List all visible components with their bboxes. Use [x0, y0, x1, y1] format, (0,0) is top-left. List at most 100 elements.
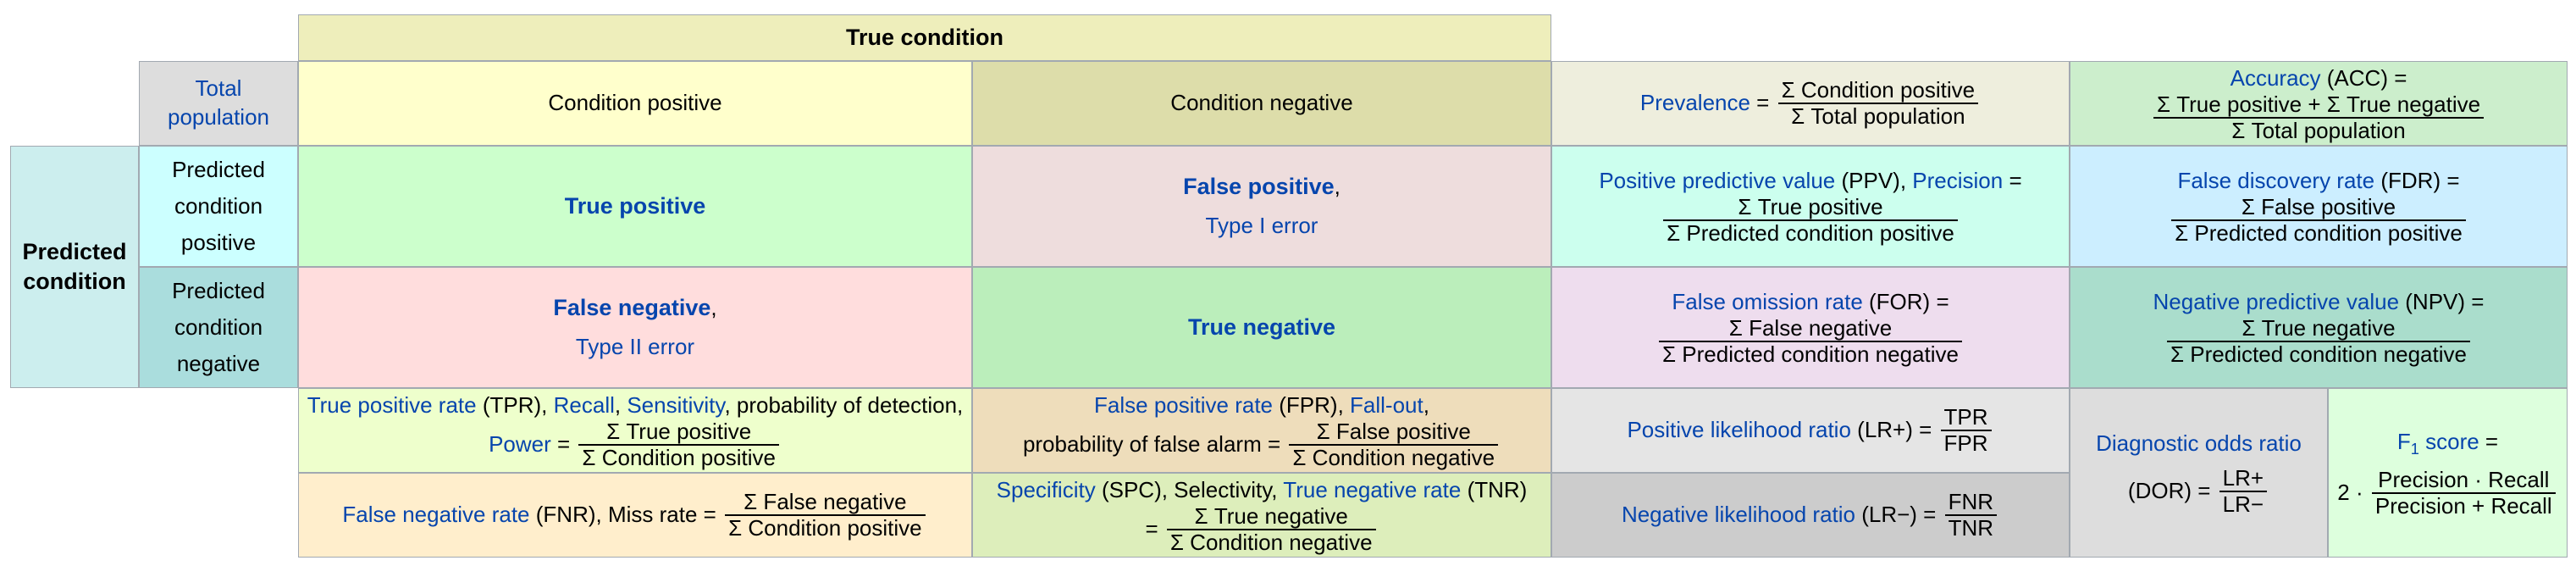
dor-fraction: LR+LR−	[2219, 466, 2268, 517]
ppv-abbr: (PPV),	[1841, 168, 1907, 194]
ppv-numerator: Σ True positive	[1663, 195, 1958, 222]
fdr-cell: False discovery rate (FDR) = Σ False pos…	[2070, 146, 2568, 267]
predicted-condition-label: Predicted condition	[22, 238, 127, 294]
fall-out-link[interactable]: Fall-out	[1350, 391, 1423, 418]
fnr-numerator: Σ False negative	[725, 490, 926, 516]
tnr-abbr: (TNR)	[1467, 476, 1528, 502]
type-ii-error-link[interactable]: Type II error	[575, 334, 695, 360]
total-population-cell: Total population	[139, 61, 298, 146]
false-negative-link[interactable]: False negative	[553, 295, 711, 321]
dor-cell: Diagnostic odds ratio (DOR) = LR+LR−	[2070, 388, 2328, 558]
f1-subscript: 1	[2410, 440, 2419, 458]
fdr-denominator: Σ Predicted condition positive	[2175, 220, 2463, 247]
prevalence-fraction: Σ Condition positive Σ Total population	[1777, 78, 1979, 129]
spc-cell: Specificity (SPC), Selectivity, True neg…	[972, 473, 1551, 558]
type-i-error-link[interactable]: Type I error	[1205, 213, 1318, 239]
dor-abbr: (DOR) =	[2127, 477, 2211, 503]
fpr-cell: False positive rate (FPR), Fall-out, pro…	[972, 388, 1551, 473]
f1-numerator: Precision · Recall	[2371, 468, 2556, 494]
sensitivity-link[interactable]: Sensitivity	[627, 391, 725, 418]
tpr-rest: , probability of detection,	[724, 391, 964, 418]
fdr-link[interactable]: False discovery rate	[2177, 168, 2375, 194]
tpr-abbr: (TPR),	[482, 391, 548, 418]
f1-score-word: score	[2425, 428, 2479, 454]
for-abbr: (FOR) =	[1869, 289, 1949, 315]
spc-numerator: Σ True negative	[1166, 504, 1376, 530]
false-negative-cell: False negative, Type II error	[298, 267, 972, 388]
lrp-numerator: TPR	[1940, 405, 1992, 431]
npv-numerator: Σ True negative	[2167, 316, 2470, 343]
fpr-rest: probability of false alarm =	[1022, 430, 1281, 457]
true-negative-cell: True negative	[972, 267, 1551, 388]
specificity-link[interactable]: Specificity	[996, 476, 1096, 502]
tpr-link[interactable]: True positive rate	[307, 391, 477, 418]
fdr-numerator: Σ False positive	[2171, 195, 2466, 222]
accuracy-fraction: Σ True positive + Σ True negative Σ Tota…	[2153, 92, 2485, 143]
npv-abbr: (NPV) =	[2405, 289, 2485, 315]
power-link[interactable]: Power	[489, 430, 551, 457]
predicted-condition-positive-label: Predicted condition positive	[172, 157, 265, 255]
condition-positive-cell: Condition positive	[298, 61, 972, 146]
tpr-numerator: Σ True positive	[578, 419, 779, 446]
accuracy-abbr: (ACC) =	[2326, 64, 2407, 91]
for-denominator: Σ Predicted condition negative	[1662, 341, 1959, 368]
f1-link[interactable]: F1 score	[2397, 428, 2479, 458]
fdr-abbr: (FDR) =	[2380, 168, 2460, 194]
fpr-denominator: Σ Condition negative	[1292, 444, 1495, 470]
fnr-link[interactable]: False negative rate	[342, 502, 530, 528]
accuracy-cell: Accuracy (ACC) = Σ True positive + Σ Tru…	[2070, 61, 2568, 146]
tnr-link[interactable]: True negative rate	[1283, 476, 1462, 502]
tpr-cell: True positive rate (TPR), Recall, Sensit…	[298, 388, 972, 473]
lrn-numerator: FNR	[1944, 490, 1998, 516]
precision-link[interactable]: Precision	[1912, 168, 2004, 194]
npv-cell: Negative predictive value (NPV) = Σ True…	[2070, 267, 2568, 388]
for-numerator: Σ False negative	[1659, 316, 1962, 343]
fnr-abbr: (FNR), Miss rate =	[535, 502, 716, 528]
ppv-denominator: Σ Predicted condition positive	[1667, 220, 1954, 247]
lrn-cell: Negative likelihood ratio (LR−) = FNR TN…	[1551, 473, 2070, 558]
ppv-link[interactable]: Positive predictive value	[1599, 168, 1836, 194]
npv-fraction: Σ True negative Σ Predicted condition ne…	[2167, 316, 2470, 368]
prevalence-cell: Prevalence = Σ Condition positive Σ Tota…	[1551, 61, 2070, 146]
prevalence-numerator: Σ Condition positive	[1777, 78, 1979, 104]
lrp-link[interactable]: Positive likelihood ratio	[1627, 417, 1851, 443]
dor-numerator: LR+	[2219, 466, 2268, 492]
lrn-link[interactable]: Negative likelihood ratio	[1621, 502, 1855, 528]
for-link[interactable]: False omission rate	[1672, 289, 1863, 315]
total-population-link[interactable]: Total population	[168, 75, 269, 130]
f1-denominator: Precision + Recall	[2374, 492, 2552, 519]
fnr-fraction: Σ False negative Σ Condition positive	[725, 490, 926, 541]
true-condition-header: True condition	[298, 14, 1551, 61]
true-negative-link[interactable]: True negative	[1187, 314, 1336, 340]
recall-link[interactable]: Recall	[553, 391, 615, 418]
accuracy-denominator: Σ Total population	[2231, 117, 2406, 143]
ppv-cell: Positive predictive value (PPV), Precisi…	[1551, 146, 2070, 267]
predicted-condition-header: Predicted condition	[10, 146, 139, 388]
spc-denominator: Σ Condition negative	[1169, 529, 1373, 555]
lrn-abbr: (LR−) =	[1861, 502, 1937, 528]
lrp-cell: Positive likelihood ratio (LR+) = TPR FP…	[1551, 388, 2070, 473]
tpr-denominator: Σ Condition positive	[582, 444, 776, 470]
fdr-fraction: Σ False positive Σ Predicted condition p…	[2171, 195, 2466, 247]
for-cell: False omission rate (FOR) = Σ False nega…	[1551, 267, 2070, 388]
fpr-link[interactable]: False positive rate	[1094, 391, 1274, 418]
lrp-fraction: TPR FPR	[1940, 405, 1992, 456]
fpr-numerator: Σ False positive	[1289, 419, 1499, 446]
dor-link[interactable]: Diagnostic odds ratio	[2096, 430, 2302, 456]
prevalence-denominator: Σ Total population	[1791, 103, 1965, 129]
prevalence-link[interactable]: Prevalence	[1639, 90, 1750, 116]
lrn-denominator: TNR	[1948, 515, 1994, 541]
predicted-condition-positive-cell: Predicted condition positive	[139, 146, 298, 267]
true-condition-label: True condition	[846, 24, 1003, 50]
npv-denominator: Σ Predicted condition negative	[2170, 341, 2467, 368]
accuracy-link[interactable]: Accuracy	[2230, 64, 2321, 91]
lrp-denominator: FPR	[1943, 430, 1988, 456]
predicted-condition-negative-cell: Predicted condition negative	[139, 267, 298, 388]
npv-link[interactable]: Negative predictive value	[2153, 289, 2400, 315]
condition-negative-cell: Condition negative	[972, 61, 1551, 146]
true-positive-link[interactable]: True positive	[564, 192, 706, 219]
dor-denominator: LR−	[2222, 491, 2264, 517]
false-positive-link[interactable]: False positive	[1183, 174, 1335, 200]
